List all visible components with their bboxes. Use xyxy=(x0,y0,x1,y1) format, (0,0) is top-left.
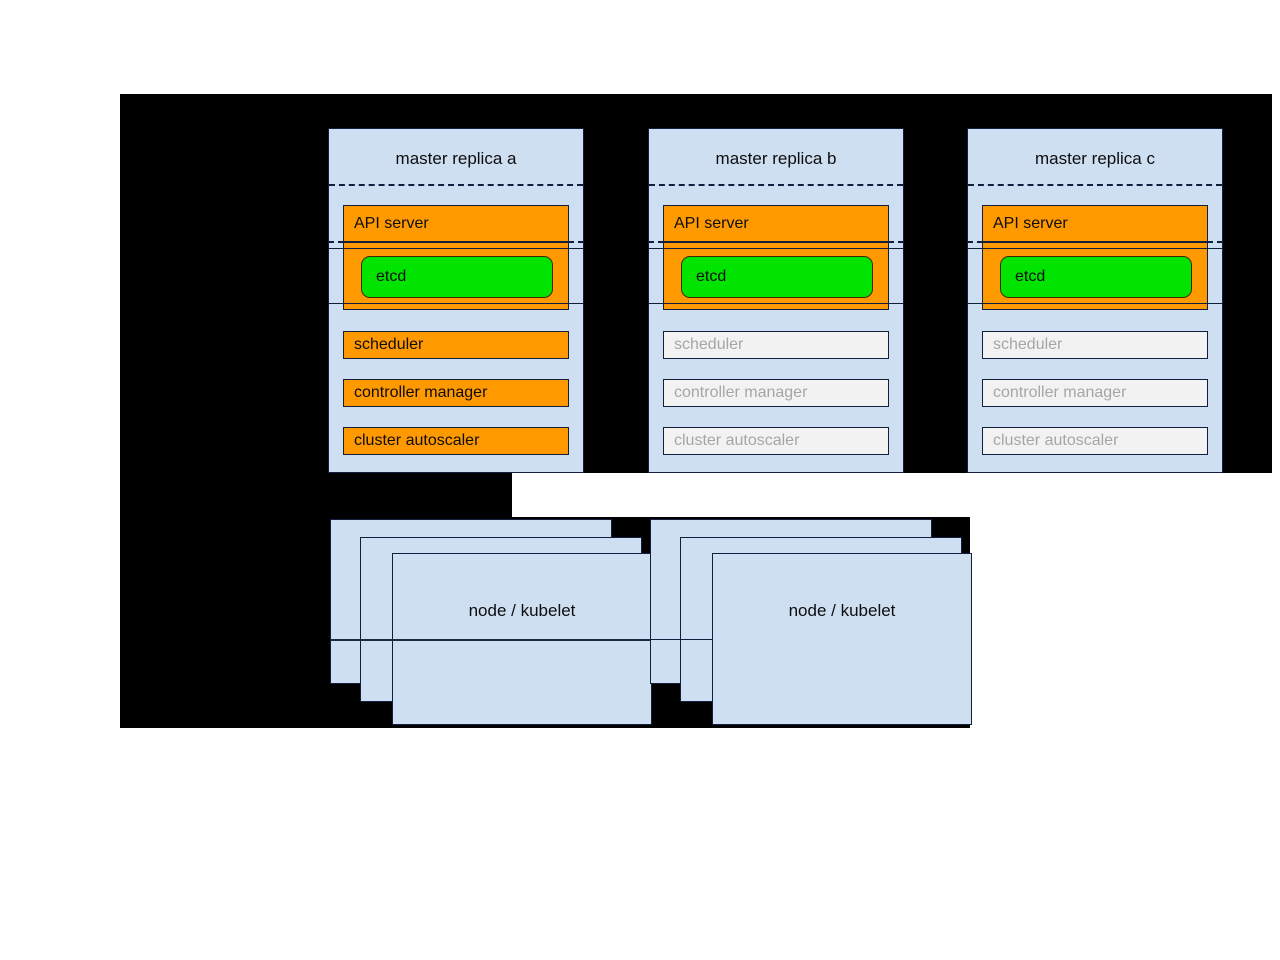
replica-c-cluster-autoscaler-label: cluster autoscaler xyxy=(993,432,1119,449)
replica-b-header-divider xyxy=(649,184,903,186)
replica-b-cluster-autoscaler[interactable]: cluster autoscaler xyxy=(663,427,889,455)
node-stack-right-label: node / kubelet xyxy=(788,601,896,620)
replica-a-api-server-label: API server xyxy=(354,214,429,232)
replica-a-etcd-label: etcd xyxy=(376,268,407,285)
replica-c-cluster-autoscaler[interactable]: cluster autoscaler xyxy=(982,427,1208,455)
node-stack-right-front[interactable]: node / kubelet xyxy=(712,553,972,725)
replica-b-rule-lower xyxy=(648,303,904,304)
replica-a-controller-manager[interactable]: controller manager xyxy=(343,379,569,407)
master-replica-a-title: master replica a xyxy=(395,149,517,168)
replica-c-controller-manager-label: controller manager xyxy=(993,384,1127,401)
replica-c-rule-lower xyxy=(967,303,1223,304)
replica-b-api-server[interactable]: API server xyxy=(663,205,889,242)
replica-c-scheduler-label: scheduler xyxy=(993,336,1063,353)
replica-c-api-server-label: API server xyxy=(993,214,1068,232)
replica-a-cluster-autoscaler-label: cluster autoscaler xyxy=(354,432,480,449)
replica-a-scheduler[interactable]: scheduler xyxy=(343,331,569,359)
replica-b-controller-manager[interactable]: controller manager xyxy=(663,379,889,407)
replica-a-scheduler-label: scheduler xyxy=(354,336,424,353)
replica-c-api-server[interactable]: API server xyxy=(982,205,1208,242)
replica-b-etcd[interactable]: etcd xyxy=(681,256,873,298)
replica-b-rule-upper xyxy=(648,248,904,249)
node-stack-right-divider xyxy=(650,639,712,640)
replica-b-scheduler[interactable]: scheduler xyxy=(663,331,889,359)
replica-a-controller-manager-label: controller manager xyxy=(354,384,488,401)
replica-a-rule-lower xyxy=(328,303,584,304)
replica-a-cluster-autoscaler[interactable]: cluster autoscaler xyxy=(343,427,569,455)
replica-c-etcd[interactable]: etcd xyxy=(1000,256,1192,298)
replica-b-scheduler-label: scheduler xyxy=(674,336,744,353)
replica-b-etcd-label: etcd xyxy=(696,268,727,285)
replica-c-scheduler[interactable]: scheduler xyxy=(982,331,1208,359)
replica-a-header-divider xyxy=(329,184,583,186)
replica-a-rule-upper xyxy=(328,248,584,249)
replica-c-header-divider xyxy=(968,184,1222,186)
replica-c-rule-upper xyxy=(967,248,1223,249)
replica-a-etcd[interactable]: etcd xyxy=(361,256,553,298)
master-replica-c-title: master replica c xyxy=(1035,149,1155,168)
replica-b-cluster-autoscaler-label: cluster autoscaler xyxy=(674,432,800,449)
replica-c-etcd-label: etcd xyxy=(1015,268,1046,285)
node-stack-left-label: node / kubelet xyxy=(468,601,576,620)
replica-b-api-server-label: API server xyxy=(674,214,749,232)
replica-b-controller-manager-label: controller manager xyxy=(674,384,808,401)
replica-a-api-server[interactable]: API server xyxy=(343,205,569,242)
node-stack-left-divider xyxy=(330,639,712,641)
master-replica-b-title: master replica b xyxy=(715,149,837,168)
replica-c-controller-manager[interactable]: controller manager xyxy=(982,379,1208,407)
